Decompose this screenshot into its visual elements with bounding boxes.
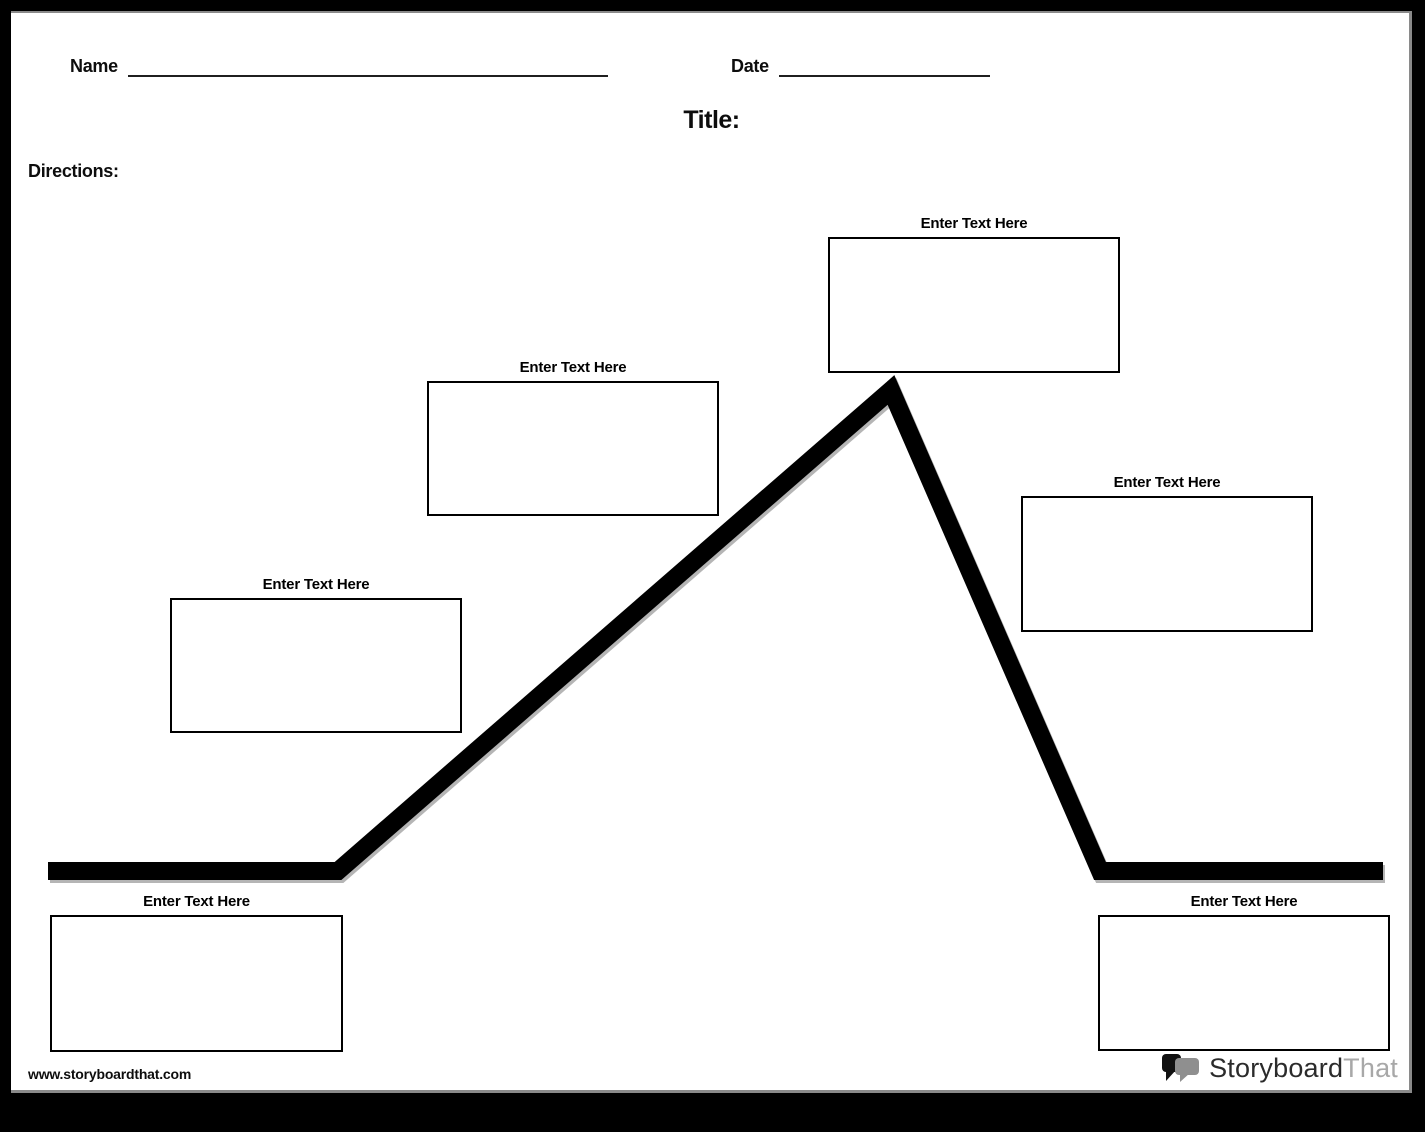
text-box-resolution[interactable] — [1098, 915, 1390, 1051]
date-label: Date — [731, 56, 769, 76]
text-box-label: Enter Text Here — [143, 893, 250, 910]
text-box-group-exposition: Enter Text Here — [50, 894, 343, 1052]
text-box-group-rising-action-2: Enter Text Here — [427, 360, 719, 516]
directions-label: Directions: — [28, 161, 119, 181]
text-box-rising-action-2[interactable] — [427, 381, 719, 516]
text-box-label: Enter Text Here — [262, 576, 370, 593]
text-box-group-falling-action: Enter Text Here — [1021, 475, 1313, 632]
text-box-label: Enter Text Here — [519, 359, 627, 376]
logo-that-text: That — [1343, 1052, 1398, 1083]
text-box-falling-action[interactable] — [1021, 496, 1313, 632]
name-label: Name — [70, 56, 118, 76]
text-box-exposition[interactable] — [50, 915, 343, 1052]
text-box-climax[interactable] — [828, 237, 1120, 373]
text-box-group-rising-action-1: Enter Text Here — [170, 577, 462, 733]
text-box-rising-action-1[interactable] — [170, 598, 462, 733]
text-box-label: Enter Text Here — [920, 215, 1028, 232]
text-box-label: Enter Text Here — [1190, 893, 1298, 910]
date-input-line[interactable] — [778, 57, 990, 77]
date-field: Date — [731, 53, 990, 77]
text-box-group-resolution: Enter Text Here — [1098, 894, 1390, 1051]
website-url: www.storyboardthat.com — [28, 1066, 192, 1082]
title-label: Title: — [683, 106, 740, 134]
name-field: Name — [70, 53, 608, 77]
speech-bubbles-icon — [1162, 1053, 1200, 1082]
text-box-group-climax: Enter Text Here — [828, 216, 1120, 373]
name-input-line[interactable] — [127, 57, 608, 77]
text-box-label: Enter Text Here — [1113, 474, 1221, 491]
logo-storyboard-text: Storyboard — [1209, 1052, 1344, 1083]
